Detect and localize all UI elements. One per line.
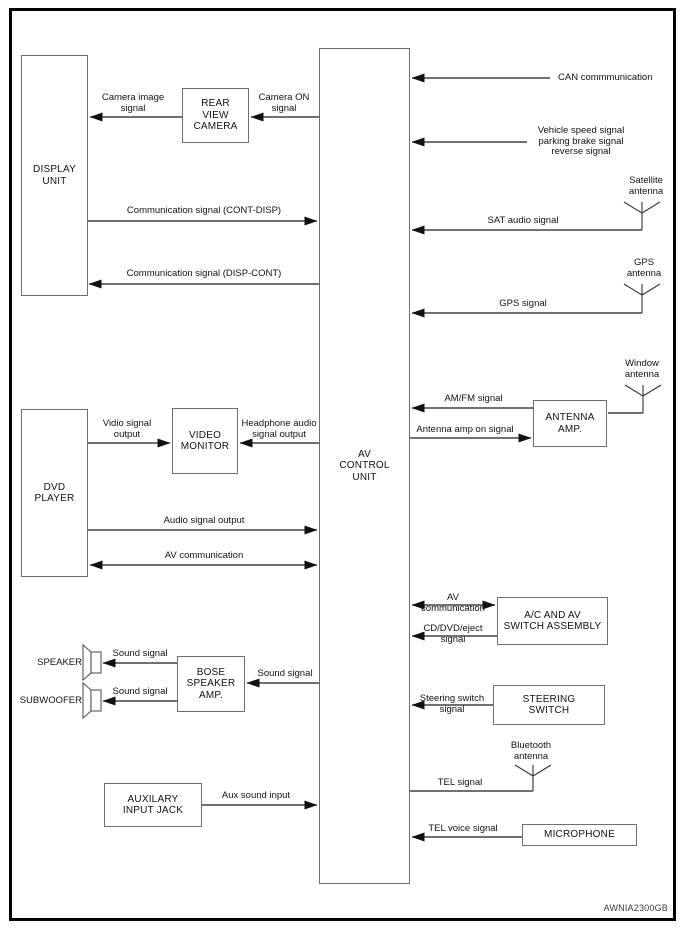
subwoofer-icon	[82, 681, 102, 720]
bluetooth-antenna-label: Bluetooth antenna	[510, 740, 552, 762]
figure-code-watermark: AWNIA2300GB	[603, 903, 668, 913]
speaker-name-label: SPEAKER	[37, 657, 82, 668]
steering-switch-box: STEERING SWITCH	[493, 685, 605, 725]
headphone-out-label: Headphone audio signal output	[241, 418, 317, 440]
microphone-label: MICROPHONE	[544, 829, 615, 841]
display-unit-label: DISPLAY UNIT	[33, 164, 76, 187]
steering-signal-label: Steering switch signal	[419, 693, 485, 715]
window-antenna-icon	[624, 384, 662, 413]
vidio-out-label: Vidio signal output	[102, 418, 152, 440]
video-monitor-label: VIDEO MONITOR	[180, 429, 230, 453]
sound-bose-label: Sound signal	[257, 668, 313, 679]
av-control-unit-label: AV CONTROL UNIT	[339, 448, 390, 483]
satellite-antenna-icon	[623, 201, 661, 230]
camera-on-signal-label: Camera ON signal	[258, 92, 310, 114]
dvd-player-label: DVD PLAYER	[34, 481, 75, 505]
subwoofer-name-label: SUBWOOFER	[19, 695, 82, 706]
bose-speaker-amp-label: BOSE SPEAKER AMP.	[186, 666, 236, 701]
display-unit-box: DISPLAY UNIT	[21, 55, 88, 296]
vehicle-signals-label: Vehicle speed signal parking brake signa…	[537, 125, 625, 157]
can-comm-label: CAN commmunication	[558, 72, 653, 83]
antenna-amp-label: ANTENNA AMP.	[545, 412, 595, 435]
microphone-box: MICROPHONE	[522, 824, 637, 846]
gps-antenna-label: GPS antenna	[626, 257, 662, 279]
speaker-icon	[82, 643, 102, 682]
ac-av-switch-assembly-label: A/C AND AV SWITCH ASSEMBLY	[503, 609, 602, 633]
cd-dvd-eject-label: CD/DVD/eject signal	[423, 623, 483, 645]
tel-voice-label: TEL voice signal	[428, 823, 498, 834]
sat-audio-label: SAT audio signal	[487, 215, 559, 226]
av-comm-right-label: AV communication	[421, 592, 485, 614]
comm-cont-disp-label: Communication signal (CONT-DISP)	[126, 205, 282, 216]
dvd-player-box: DVD PLAYER	[21, 409, 88, 577]
rear-view-camera-label: REAR VIEW CAMERA	[193, 98, 238, 133]
page-border	[9, 8, 676, 921]
gps-antenna-icon	[623, 283, 661, 313]
av-control-unit-box: AV CONTROL UNIT	[319, 48, 410, 884]
ac-av-switch-assembly-box: A/C AND AV SWITCH ASSEMBLY	[497, 597, 608, 645]
tel-signal-label: TEL signal	[437, 777, 483, 788]
antenna-icons	[514, 201, 662, 791]
audio-out-label: Audio signal output	[163, 515, 245, 526]
steering-switch-label: STEERING SWITCH	[522, 693, 576, 717]
bluetooth-antenna-icon	[514, 764, 552, 791]
amfm-label: AM/FM signal	[444, 393, 503, 404]
aux-sound-label: Aux sound input	[221, 790, 291, 801]
antenna-amp-box: ANTENNA AMP.	[533, 400, 607, 447]
camera-image-signal-label: Camera image signal	[101, 92, 165, 114]
window-antenna-label: Window antenna	[624, 358, 660, 380]
auxilary-input-jack-box: AUXILARY INPUT JACK	[104, 783, 202, 827]
antenna-amp-on-label: Antenna amp on signal	[416, 424, 514, 435]
av-comm-left-label: AV communication	[164, 550, 244, 561]
sound-subwoofer-label: Sound signal	[112, 686, 168, 697]
speaker-icons	[82, 643, 102, 720]
rear-view-camera-box: REAR VIEW CAMERA	[182, 88, 249, 143]
sound-speaker-label: Sound signal	[112, 648, 168, 659]
video-monitor-box: VIDEO MONITOR	[172, 408, 238, 474]
gps-signal-label: GPS signal	[499, 298, 547, 309]
comm-disp-cont-label: Communication signal (DISP-CONT)	[126, 268, 282, 279]
bose-speaker-amp-box: BOSE SPEAKER AMP.	[177, 656, 245, 712]
auxilary-input-jack-label: AUXILARY INPUT JACK	[122, 793, 184, 817]
signal-arrows	[87, 73, 643, 842]
satellite-antenna-label: Satellite antenna	[628, 175, 664, 197]
